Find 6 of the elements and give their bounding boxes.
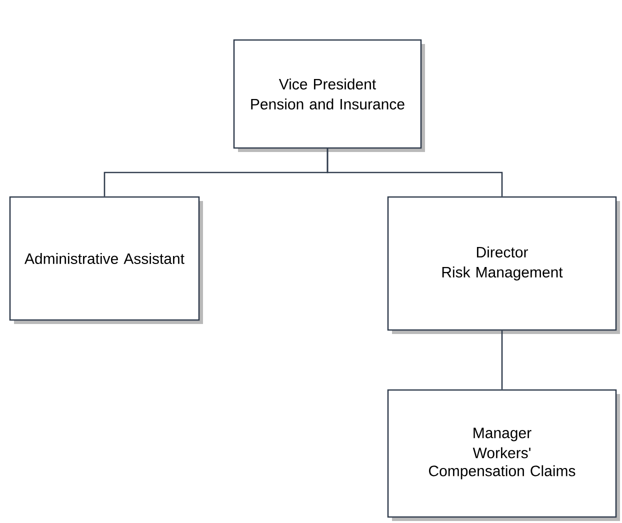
org-box: Administrative Assistant xyxy=(9,196,203,324)
org-box: Manager Workers' Compensation Claims xyxy=(387,389,620,521)
org-box: Vice President Pension and Insurance xyxy=(233,39,425,152)
connector-line xyxy=(326,148,503,196)
org-box: Director Risk Management xyxy=(387,196,620,334)
connector-line xyxy=(501,330,503,390)
